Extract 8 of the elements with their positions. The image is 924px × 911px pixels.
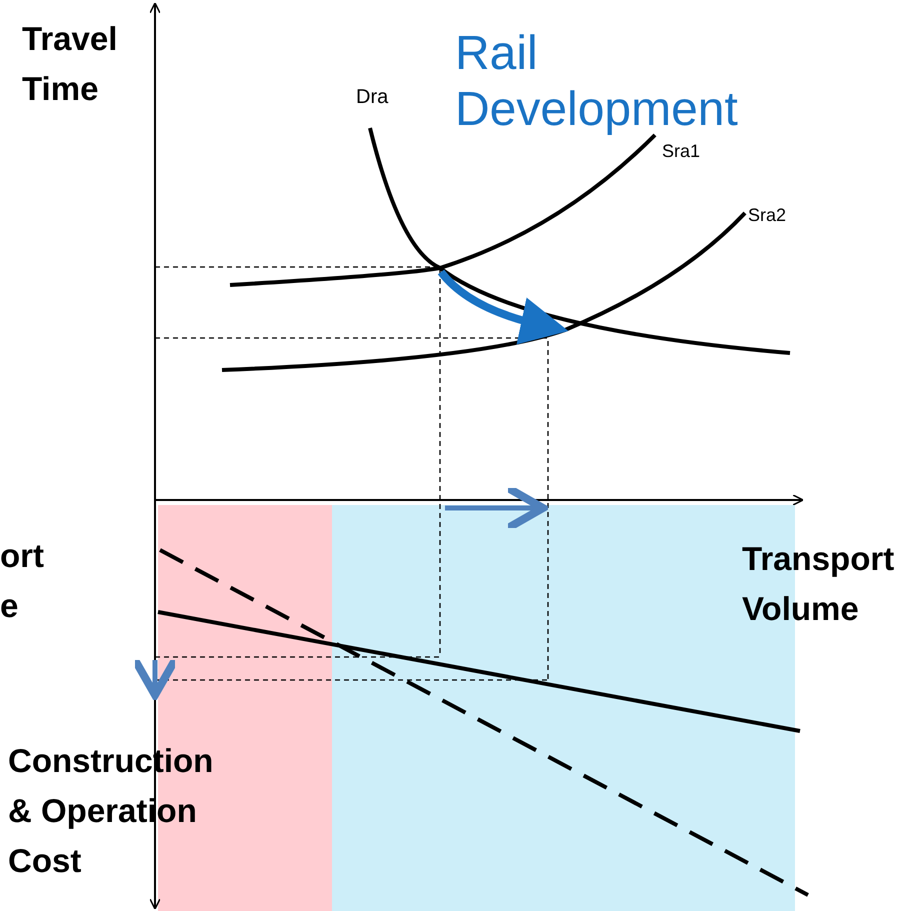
axis-label: Transport Volume (742, 539, 896, 629)
curve-label: Sra1 (662, 140, 700, 162)
curve-label: Dra (356, 85, 388, 110)
axis-label: Travel Time (22, 19, 118, 109)
curve-label: Sra2 (748, 204, 786, 227)
axis-label: ort (0, 536, 44, 576)
chart-title: Rail Development (455, 26, 739, 138)
axis-label: e (0, 586, 18, 626)
